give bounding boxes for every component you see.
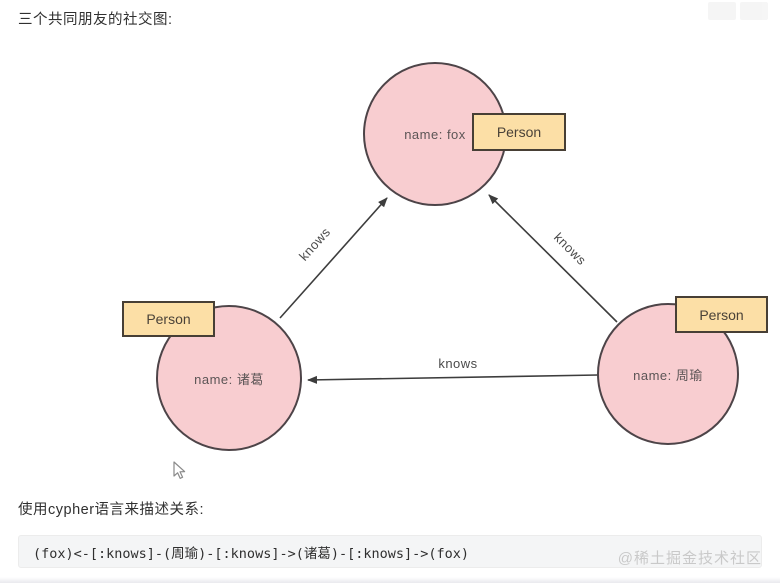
cypher-code: (fox)<-[:knows]-(周瑜)-[:knows]->(诸葛)-[:kn… xyxy=(33,545,470,562)
cypher-code-block: (fox)<-[:knows]-(周瑜)-[:knows]->(诸葛)-[:kn… xyxy=(18,535,762,568)
edges-layer: knows knows knows xyxy=(279,194,618,384)
faint-watermark-artifact xyxy=(708,2,768,20)
bottom-strip xyxy=(0,577,780,583)
type-label-person-fox: Person xyxy=(472,113,566,151)
node-zhouyu-label: name: 周瑜 xyxy=(633,367,703,383)
type-label-person-zhuge: Person xyxy=(122,301,215,337)
edge-label-knows-left: knows xyxy=(296,224,333,263)
edge-zhouyu-to-zhuge xyxy=(307,374,599,384)
mouse-cursor-icon xyxy=(173,461,186,479)
edge-zhouyu-to-fox xyxy=(488,194,618,323)
page-title: 三个共同朋友的社交图: xyxy=(18,12,173,28)
node-zhuge-label: name: 诸葛 xyxy=(194,371,264,387)
edge-label-knows-bottom: knows xyxy=(438,356,477,371)
type-label-person-zhouyu: Person xyxy=(675,296,768,333)
edge-zhuge-to-fox xyxy=(279,197,388,319)
page-subtitle: 使用cypher语言来描述关系: xyxy=(18,502,205,518)
node-fox-label: name: fox xyxy=(404,126,466,142)
watermark-text: @稀土掘金技术社区 xyxy=(617,550,762,567)
